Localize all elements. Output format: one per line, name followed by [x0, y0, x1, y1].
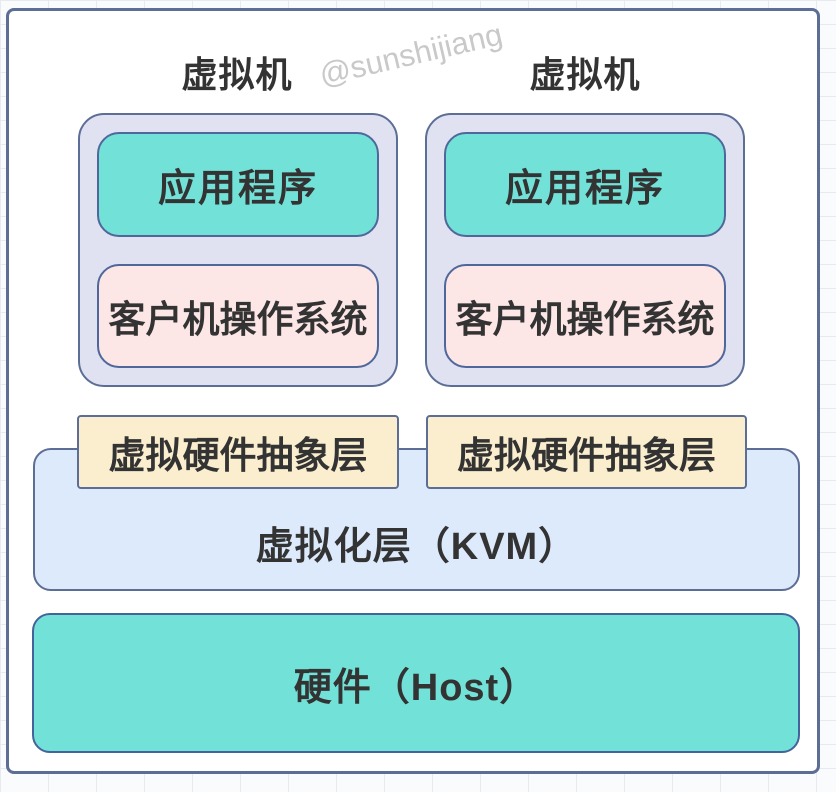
hardware-box: 硬件（Host）	[32, 613, 800, 753]
vm-2-app-box: 应用程序	[444, 132, 726, 237]
vm-2-app-label: 应用程序	[504, 167, 665, 210]
vm-2-hal-label: 虚拟硬件抽象层	[457, 435, 716, 476]
vm-1-guest-os-label: 客户机操作系统	[108, 298, 368, 340]
vm-2-guest-os-label: 客户机操作系统	[455, 298, 715, 340]
vm-1-box: 应用程序 客户机操作系统	[78, 113, 398, 387]
vm-2-box: 应用程序 客户机操作系统	[425, 113, 745, 387]
hardware-label: 硬件（Host）	[293, 666, 539, 709]
vm-1-hal-box: 虚拟硬件抽象层	[77, 415, 399, 489]
vm-1-guest-os-box: 客户机操作系统	[97, 263, 379, 368]
vm-2-hal-box: 虚拟硬件抽象层	[426, 415, 747, 489]
vm-1-app-box: 应用程序	[97, 132, 379, 237]
vm-1-app-label: 应用程序	[157, 167, 318, 210]
vm-1-title: 虚拟机	[181, 54, 293, 95]
vm-2-title: 虚拟机	[529, 54, 641, 95]
hypervisor-label: 虚拟化层（KVM）	[255, 526, 578, 568]
vm-2-guest-os-box: 客户机操作系统	[444, 263, 726, 368]
vm-1-hal-label: 虚拟硬件抽象层	[108, 435, 368, 476]
